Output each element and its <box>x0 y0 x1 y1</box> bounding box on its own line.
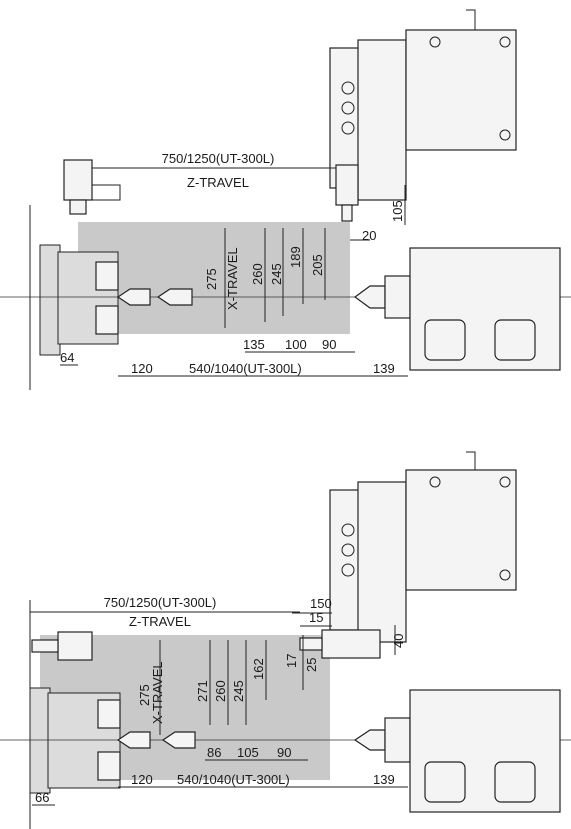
bottom-chuck-jaw-upper <box>97 699 121 729</box>
bottom-tailstock-window-1 <box>424 761 466 803</box>
top-dim-139: 139 <box>373 361 395 376</box>
top-tool-1 <box>116 288 151 306</box>
top-tool-2 <box>156 288 193 306</box>
top-dim-260: 260 <box>250 263 265 285</box>
bottom-turret-bolt-1 <box>429 476 441 488</box>
bottom-dim-120: 120 <box>131 772 153 787</box>
bottom-turret-tool <box>321 629 381 659</box>
bottom-z-travel-label: Z-TRAVEL <box>129 614 191 629</box>
bottom-tailstock-quill <box>384 717 411 763</box>
bottom-dim-245: 245 <box>231 680 246 702</box>
top-tailstock-quill <box>384 275 411 319</box>
top-chuck-flange <box>39 244 61 356</box>
top-dim-135: 135 <box>243 337 265 352</box>
top-dim-100: 100 <box>285 337 307 352</box>
top-turret-pocket-3 <box>341 121 355 135</box>
top-z-travel-value: 750/1250(UT-300L) <box>162 151 275 166</box>
top-tailstock-center <box>353 285 386 309</box>
bottom-tailstock-center <box>353 729 386 751</box>
top-tailstock-window-2 <box>494 319 536 361</box>
bottom-turret-bolt-3 <box>499 569 511 581</box>
bottom-dim-25: 25 <box>304 658 319 672</box>
top-turret-bolt-2 <box>499 36 511 48</box>
bottom-dim-139: 139 <box>373 772 395 787</box>
bottom-turret-tool-tip <box>299 637 323 651</box>
top-dim-120: 120 <box>131 361 153 376</box>
top-dim-64: 64 <box>60 350 74 365</box>
top-turret-bolt-1 <box>429 36 441 48</box>
top-dim-90: 90 <box>322 337 336 352</box>
bottom-dim-40: 40 <box>391 634 406 648</box>
bottom-dim-162: 162 <box>251 658 266 680</box>
top-dim-245: 245 <box>269 263 284 285</box>
top-turret-head <box>357 39 407 201</box>
top-dim-540: 540/1040(UT-300L) <box>189 361 302 376</box>
top-turret-pocket-1 <box>341 81 355 95</box>
bottom-dim-105: 105 <box>237 745 259 760</box>
top-dim-205: 205 <box>310 254 325 276</box>
bottom-chuck-flange <box>29 687 51 794</box>
bottom-dim-15: 15 <box>309 610 323 625</box>
bottom-turret-bracket <box>466 451 476 470</box>
bottom-dim-260: 260 <box>213 680 228 702</box>
top-chuck-jaw-upper <box>95 261 119 291</box>
bottom-dim-275: 275 <box>137 684 152 706</box>
top-dim-275: 275 <box>204 268 219 290</box>
top-chuck-jaw-lower <box>95 305 119 335</box>
bottom-turret-housing <box>405 469 517 591</box>
bottom-turret-pocket-2 <box>341 543 355 557</box>
top-travel-envelope <box>78 222 350 334</box>
top-view: 750/1250(UT-300L) Z-TRAVEL 105 20 275 X-… <box>0 9 571 390</box>
bottom-dim-150: 150 <box>310 596 332 611</box>
top-turret-bolt-3 <box>499 129 511 141</box>
bottom-turret-bolt-2 <box>499 476 511 488</box>
top-left-toolholder-arm <box>92 184 121 201</box>
top-x-travel-label: X-TRAVEL <box>225 247 240 310</box>
top-turret-tool-tip <box>341 204 353 222</box>
bottom-dim-540: 540/1040(UT-300L) <box>177 772 290 787</box>
bottom-chuck-jaw-lower <box>97 751 121 781</box>
bottom-view: 750/1250(UT-300L) Z-TRAVEL 150 15 40 17 … <box>0 451 571 829</box>
top-left-toolholder-base <box>69 199 87 215</box>
top-turret-housing <box>405 29 517 151</box>
bottom-tool-2 <box>161 731 196 749</box>
bottom-left-tool <box>31 639 59 653</box>
top-tailstock-window-1 <box>424 319 466 361</box>
bottom-turret-head <box>357 481 407 643</box>
bottom-tool-1 <box>116 731 151 749</box>
bottom-turret-pocket-1 <box>341 523 355 537</box>
bottom-dim-17: 17 <box>284 654 299 668</box>
bottom-dim-86: 86 <box>207 745 221 760</box>
top-turret-pocket-2 <box>341 101 355 115</box>
top-turret-tool <box>335 164 359 206</box>
top-dim-105: 105 <box>390 200 405 222</box>
bottom-dim-271: 271 <box>195 680 210 702</box>
top-dim-20: 20 <box>362 228 376 243</box>
top-z-travel-label: Z-TRAVEL <box>187 175 249 190</box>
bottom-left-toolholder <box>57 631 93 661</box>
bottom-x-travel-label: X-TRAVEL <box>150 661 165 724</box>
bottom-turret-pocket-3 <box>341 563 355 577</box>
bottom-tailstock-window-2 <box>494 761 536 803</box>
top-left-toolholder <box>63 159 93 201</box>
bottom-z-travel-value: 750/1250(UT-300L) <box>104 595 217 610</box>
bottom-dim-90: 90 <box>277 745 291 760</box>
bottom-dim-66: 66 <box>35 790 49 805</box>
top-turret-bracket <box>466 9 476 30</box>
top-dim-189: 189 <box>288 246 303 268</box>
